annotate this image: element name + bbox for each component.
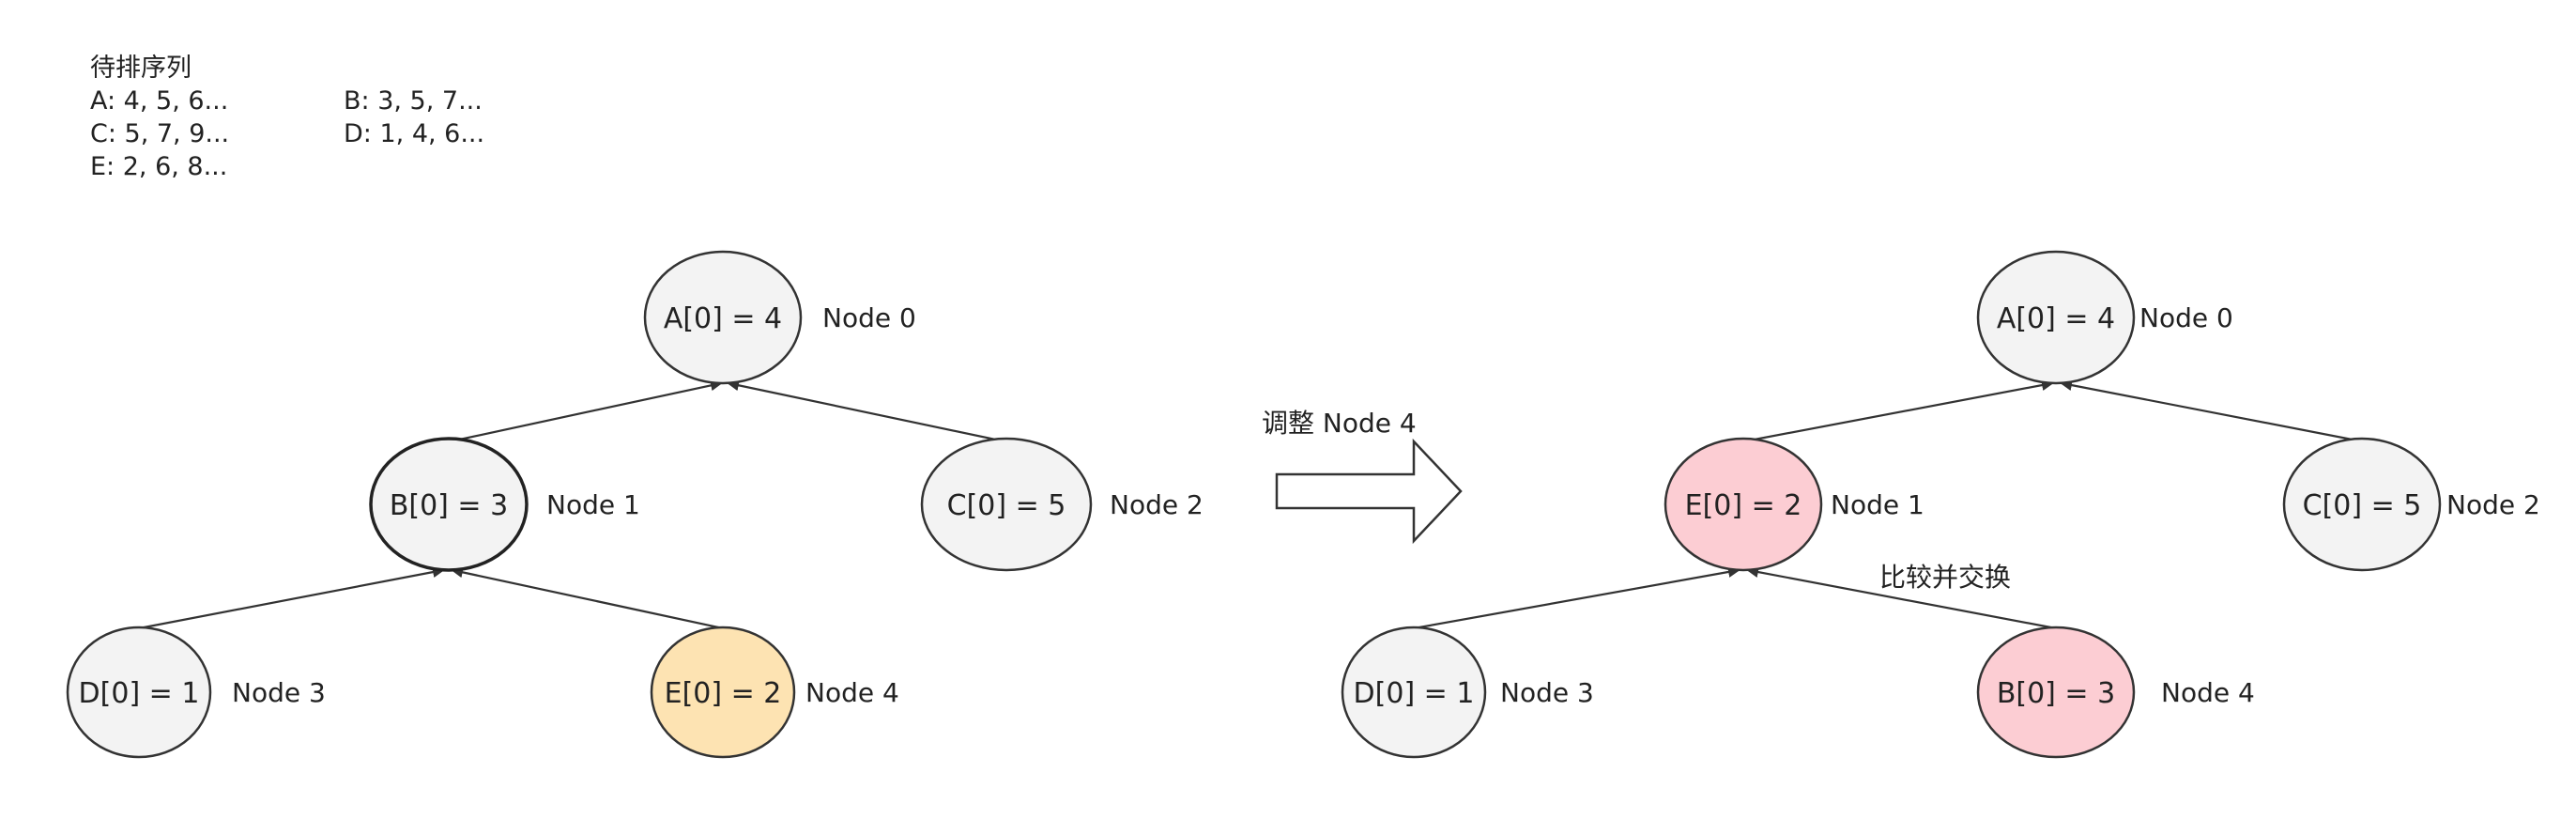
left-tree: A[0] = 4 Node 0 B[0] = 3 Node 1 C[0] = 5… xyxy=(66,250,1204,759)
edge-right-n1-n0 xyxy=(1743,379,2054,443)
right-node-3: D[0] = 1 Node 3 xyxy=(1341,626,1594,759)
left-node-4-label: Node 4 xyxy=(805,677,899,708)
left-node-3-text: D[0] = 1 xyxy=(79,677,200,710)
left-node-3: D[0] = 1 Node 3 xyxy=(66,626,326,759)
left-node-0: A[0] = 4 Node 0 xyxy=(643,250,916,385)
right-node-0-label: Node 0 xyxy=(2139,302,2233,333)
left-node-2-label: Node 2 xyxy=(1110,489,1204,520)
right-tree-edges xyxy=(1413,379,2363,630)
edge-right-n3-n1 xyxy=(1413,566,1740,630)
edge-left-n3-n1 xyxy=(138,566,445,630)
left-tree-edges xyxy=(138,379,1005,630)
legend-line-c: C: 5, 7, 9... xyxy=(90,119,229,148)
legend: 待排序列 A: 4, 5, 6... B: 3, 5, 7... C: 5, 7… xyxy=(90,54,484,181)
legend-line-e: E: 2, 6, 8... xyxy=(90,152,227,181)
right-node-2-text: C[0] = 5 xyxy=(2303,489,2422,522)
edge-left-n4-n1 xyxy=(451,566,724,630)
right-node-4-label: Node 4 xyxy=(2161,677,2255,708)
right-node-3-label: Node 3 xyxy=(1500,677,1594,708)
right-node-2: C[0] = 5 Node 2 xyxy=(2282,437,2540,572)
edge-left-n1-n0 xyxy=(450,379,723,443)
right-node-0: A[0] = 4 Node 0 xyxy=(1976,250,2233,385)
legend-line-d: D: 1, 4, 6... xyxy=(344,119,484,148)
left-node-4: E[0] = 2 Node 4 xyxy=(650,626,899,759)
right-node-4: B[0] = 3 Node 4 xyxy=(1976,626,2255,759)
legend-title: 待排序列 xyxy=(90,54,192,83)
right-arrow-icon xyxy=(1275,438,1463,545)
left-node-2: C[0] = 5 Node 2 xyxy=(920,437,1204,572)
legend-line-a: A: 4, 5, 6... xyxy=(90,86,228,116)
right-node-3-text: D[0] = 1 xyxy=(1354,677,1475,710)
transition: 调整 Node 4 xyxy=(1262,408,1463,545)
left-node-4-text: E[0] = 2 xyxy=(665,677,782,710)
edge-right-n2-n0 xyxy=(2060,379,2363,443)
left-node-1-text: B[0] = 3 xyxy=(390,489,508,522)
edge-left-n2-n0 xyxy=(727,379,1005,443)
edge-note-compare-swap: 比较并交换 xyxy=(1879,562,2011,593)
transition-label: 调整 Node 4 xyxy=(1262,408,1417,439)
right-node-1-label: Node 1 xyxy=(1831,489,1924,520)
right-node-1-text: E[0] = 2 xyxy=(1685,489,1802,522)
left-node-3-label: Node 3 xyxy=(232,677,326,708)
right-node-4-text: B[0] = 3 xyxy=(1997,677,2115,710)
left-node-0-text: A[0] = 4 xyxy=(664,302,782,335)
edge-right-n4-n1 xyxy=(1746,566,2057,630)
right-node-0-text: A[0] = 4 xyxy=(1997,302,2115,335)
right-tree: A[0] = 4 Node 0 E[0] = 2 Node 1 C[0] = 5… xyxy=(1341,250,2540,759)
right-node-2-label: Node 2 xyxy=(2446,489,2540,520)
left-node-1: B[0] = 3 Node 1 xyxy=(369,437,640,572)
left-node-0-label: Node 0 xyxy=(822,302,916,333)
left-node-1-label: Node 1 xyxy=(546,489,640,520)
right-node-1: E[0] = 2 Node 1 xyxy=(1664,437,1924,572)
legend-line-b: B: 3, 5, 7... xyxy=(344,86,483,116)
left-node-2-text: C[0] = 5 xyxy=(947,489,1066,522)
